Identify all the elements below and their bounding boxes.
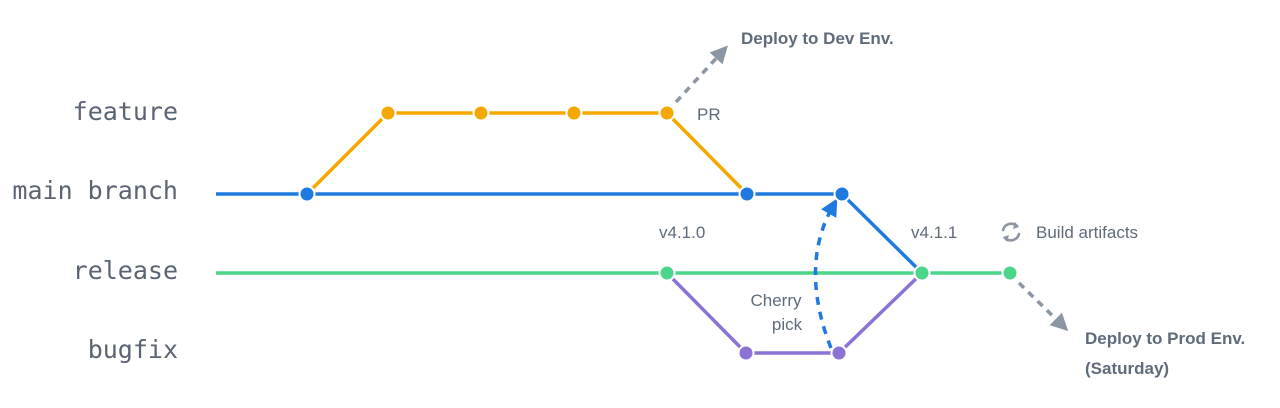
tag-v410-label: v4.1.0 — [659, 223, 705, 242]
bugfix-commit — [737, 344, 755, 362]
refresh-icon — [1001, 222, 1021, 242]
main-commit — [738, 185, 756, 203]
lane-label-main: main branch — [12, 176, 178, 205]
cherry-pick-label-line2: pick — [772, 315, 803, 334]
lane-label-bugfix: bugfix — [88, 335, 178, 364]
feature-commit — [658, 104, 676, 122]
release-commit-v410 — [658, 264, 676, 282]
pr-label: PR — [697, 105, 721, 124]
bugfix-branch-line — [665, 271, 924, 355]
bugfix-commit — [830, 344, 848, 362]
cherry-pick-arrow — [813, 198, 838, 349]
lane-label-feature: feature — [73, 97, 178, 126]
deploy-prod-arrow — [1017, 281, 1069, 332]
deploy-dev-label: Deploy to Dev Env. — [741, 29, 894, 48]
tag-v411-label: v4.1.1 — [911, 223, 957, 242]
build-artifacts-label: Build artifacts — [1036, 223, 1138, 242]
release-commit-v411 — [913, 264, 931, 282]
feature-commit — [565, 104, 583, 122]
lane-label-release: release — [73, 256, 178, 285]
feature-branch-line — [305, 111, 749, 196]
deploy-dev-arrow — [674, 45, 728, 104]
main-to-release-merge-line — [840, 192, 924, 275]
main-commit — [833, 185, 851, 203]
main-commit — [298, 185, 316, 203]
deploy-prod-label-line1: Deploy to Prod Env. — [1085, 329, 1245, 348]
feature-commit — [472, 104, 490, 122]
release-commit-build — [1001, 264, 1019, 282]
cherry-pick-label-line1: Cherry — [750, 291, 802, 310]
deploy-prod-label-line2: (Saturday) — [1085, 359, 1169, 378]
feature-commit — [379, 104, 397, 122]
